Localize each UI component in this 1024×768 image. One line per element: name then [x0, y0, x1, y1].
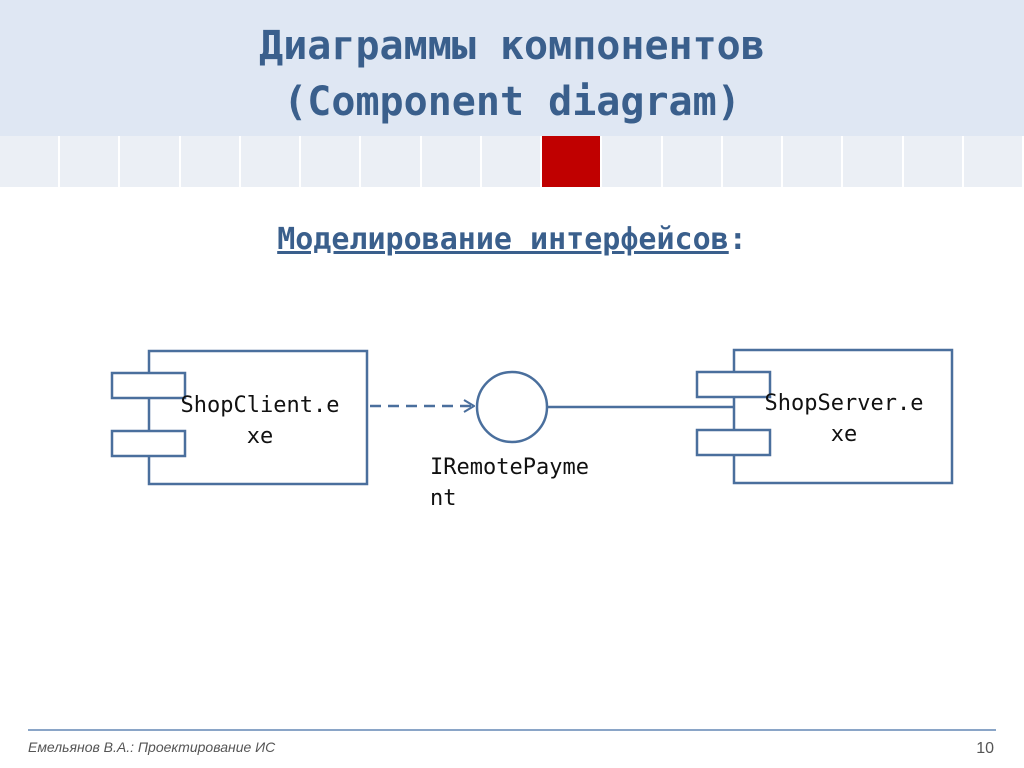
server-component [695, 348, 954, 485]
client-label-line-1: ShopClient.e [180, 393, 340, 418]
interface-label-line-2: nt [430, 486, 457, 511]
title-line-2: (Component diagram) [283, 79, 741, 125]
subtitle-colon: : [728, 222, 747, 257]
client-component-port-top [110, 371, 187, 400]
title-line-1: Диаграммы компонентов [259, 23, 765, 69]
strip-cell [180, 136, 241, 187]
client-component [110, 349, 369, 486]
server-component-port-bottom [695, 428, 772, 457]
server-component-label: ShopServer.e xe [744, 388, 944, 450]
client-label-line-2: xe [246, 424, 274, 449]
strip-cell [843, 136, 904, 187]
server-component-port-top [695, 370, 772, 399]
strip-cell [361, 136, 422, 187]
strip-accent-cell [542, 136, 603, 187]
strip-cell [0, 136, 61, 187]
strip-cell [301, 136, 362, 187]
strip-cell [421, 136, 482, 187]
strip-cell [783, 136, 844, 187]
client-component-label: ShopClient.e xe [160, 390, 360, 452]
slide-title: Диаграммы компонентов (Component diagram… [0, 18, 1024, 130]
server-label-line-2: xe [830, 422, 858, 447]
footer-divider [28, 729, 996, 731]
strip-cell [903, 136, 964, 187]
interface-circle [475, 370, 549, 444]
server-label-line-1: ShopServer.e [764, 391, 924, 416]
page-number: 10 [976, 740, 994, 757]
subtitle-text: Моделирование интерфейсов [277, 222, 729, 257]
strip-cell [662, 136, 723, 187]
interface-label-line-1: IRemotePayme [430, 455, 589, 480]
client-component-body [147, 349, 369, 486]
interface-label: IRemotePayme nt [430, 452, 630, 514]
strip-cell [240, 136, 302, 187]
strip-cell [481, 136, 543, 187]
strip-cell [120, 136, 181, 187]
strip-cell [963, 136, 1024, 187]
decorative-strip [0, 136, 1024, 187]
strip-cell [60, 136, 121, 187]
slide-subtitle: Моделирование интерфейсов: [0, 222, 1024, 257]
client-component-port-bottom [110, 429, 187, 458]
slide-header: Диаграммы компонентов (Component diagram… [0, 0, 1024, 136]
strip-cell [602, 136, 663, 187]
footer-author: Емельянов В.А.: Проектирование ИС [28, 739, 276, 755]
strip-cell [722, 136, 784, 187]
